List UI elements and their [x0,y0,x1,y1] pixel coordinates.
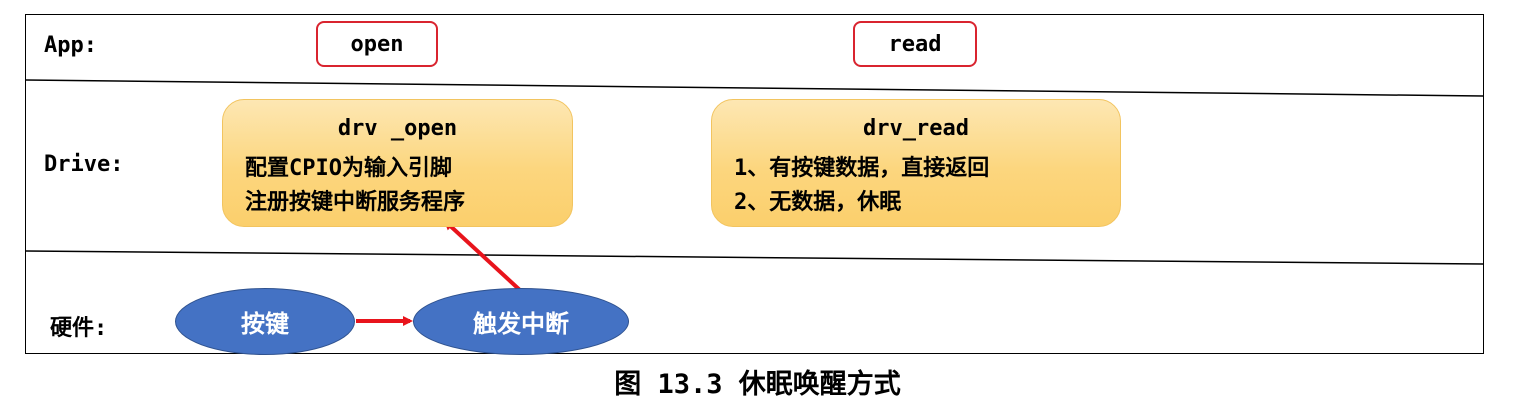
driver-read-line-2: 2、无数据，休眠 [734,190,902,215]
driver-open-line-2: 注册按键中断服务程序 [245,190,466,215]
interrupt-to-isr-arrow [443,219,524,294]
lane-divider-drive-hardware [25,250,1484,265]
app-read-call: read [853,21,977,67]
driver-open-line-1: 配置CPIO为输入引脚 [245,156,452,181]
driver-open-box: drv _open 配置CPIO为输入引脚 注册按键中断服务程序 [222,99,573,227]
lane-label-app: App: [44,33,97,58]
hardware-interrupt-node: 触发中断 [413,288,629,355]
lane-label-drive: Drive: [44,152,124,177]
driver-read-box: drv_read 1、有按键数据，直接返回 2、无数据，休眠 [711,99,1121,227]
lane-divider-app-drive [25,79,1484,97]
driver-open-title: drv _open [337,116,458,141]
figure-caption: 图 13.3 休眠唤醒方式 [614,369,901,400]
app-open-call: open [316,21,438,67]
hardware-key-node: 按键 [175,288,355,355]
lane-label-hardware: 硬件: [50,316,108,341]
diagram-frame [25,14,1484,354]
driver-read-line-1: 1、有按键数据，直接返回 [734,156,990,181]
driver-read-title: drv_read [863,116,969,141]
